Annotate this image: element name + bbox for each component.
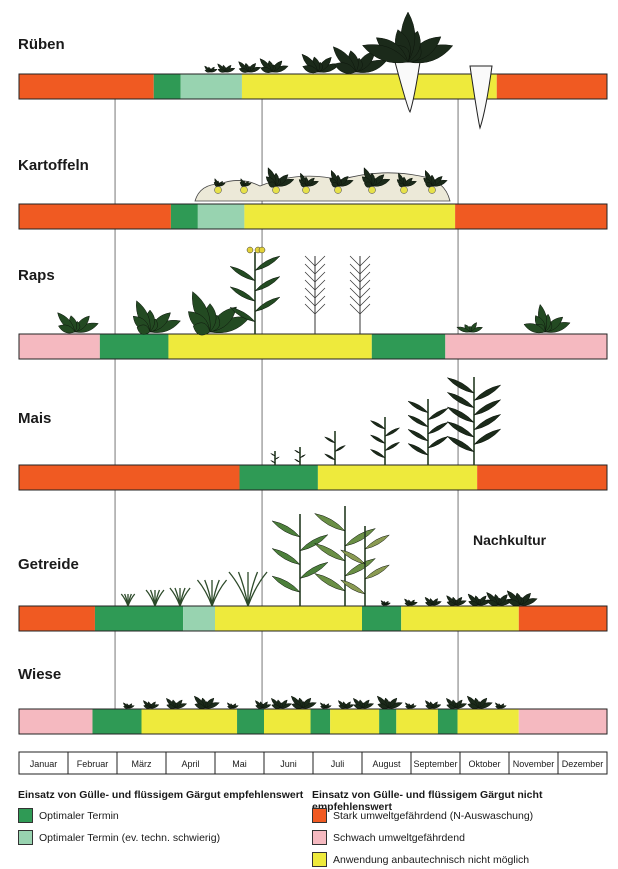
timeline-segment <box>318 465 477 490</box>
legend-label: Schwach umweltgefährdend <box>333 832 465 844</box>
timeline-bar <box>19 709 607 734</box>
month-label: Juni <box>280 759 297 769</box>
kartoffeln-plants-illustration <box>195 168 450 201</box>
timeline-segment <box>458 709 519 734</box>
legend-label: Optimaler Termin <box>39 810 119 822</box>
timeline-segment <box>19 606 95 631</box>
timeline-segment <box>100 334 169 359</box>
legend-item-optimal: Optimaler Termin <box>18 808 119 823</box>
timeline-bar <box>19 606 607 631</box>
timeline-segment <box>19 204 171 229</box>
getreide-plants-illustration <box>121 506 537 606</box>
month-label: November <box>513 759 555 769</box>
legend-swatch-pink <box>312 830 327 845</box>
month-label: Dezember <box>562 759 604 769</box>
month-label: Mai <box>232 759 247 769</box>
timeline-segment <box>438 709 458 734</box>
timeline-segment <box>445 334 607 359</box>
month-label: Februar <box>77 759 109 769</box>
legend-item-optimal-difficult: Optimaler Termin (ev. techn. schwierig) <box>18 830 220 845</box>
crop-title-raps: Raps <box>18 267 55 284</box>
timeline-segment <box>19 334 100 359</box>
timeline-segment <box>519 709 607 734</box>
timeline-bar <box>19 465 607 490</box>
timeline-segment <box>19 709 93 734</box>
nachkultur-label: Nachkultur <box>473 532 546 548</box>
crop-title-mais: Mais <box>18 410 51 427</box>
timeline-segment <box>183 606 215 631</box>
timeline-segment <box>401 606 519 631</box>
timeline-segment <box>181 74 242 99</box>
crop-title-getreide: Getreide <box>18 556 79 573</box>
timeline-segment <box>519 606 607 631</box>
timeline-segment <box>171 204 198 229</box>
timeline-segment <box>19 74 154 99</box>
legend-item-weak-risk: Schwach umweltgefährdend <box>312 830 465 845</box>
month-label: April <box>181 759 199 769</box>
mais-plants-illustration <box>271 377 501 465</box>
timeline-segment <box>242 74 497 99</box>
crop-title-wiese: Wiese <box>18 666 61 683</box>
timeline-bar <box>19 204 607 229</box>
month-label: Oktober <box>468 759 500 769</box>
month-label: September <box>413 759 457 769</box>
wiese-plants-illustration <box>123 696 506 709</box>
timeline-segment <box>240 465 318 490</box>
legend-swatch-red <box>312 808 327 823</box>
legend-swatch-green <box>18 808 33 823</box>
timeline-segment <box>215 606 362 631</box>
timeline-segment <box>198 204 245 229</box>
raps-plants-illustration <box>58 247 570 335</box>
legend-swatch-lightgreen <box>18 830 33 845</box>
month-label: Januar <box>30 759 58 769</box>
crop-title-kartoffeln: Kartoffeln <box>18 157 89 174</box>
timeline-segment <box>142 709 238 734</box>
timeline-segment <box>168 334 371 359</box>
timeline-segment <box>396 709 438 734</box>
month-label: März <box>132 759 152 769</box>
crop-title-rueben: Rüben <box>18 36 65 53</box>
timeline-segment <box>362 606 401 631</box>
timeline-segment <box>19 465 240 490</box>
month-label: Juli <box>331 759 345 769</box>
timeline-segment <box>244 204 455 229</box>
legend-label: Optimaler Termin (ev. techn. schwierig) <box>39 832 220 844</box>
timeline-segment <box>237 709 264 734</box>
legend-item-not-possible: Anwendung anbautechnisch nicht möglich <box>312 852 529 867</box>
timeline-segment <box>154 74 181 99</box>
legend-label: Stark umweltgefährdend (N-Auswaschung) <box>333 810 533 822</box>
legend-item-strong-risk: Stark umweltgefährdend (N-Auswaschung) <box>312 808 533 823</box>
month-label: August <box>372 759 401 769</box>
timeline-segment <box>372 334 446 359</box>
timeline-segment <box>477 465 607 490</box>
timeline-segment <box>264 709 311 734</box>
timeline-segment <box>93 709 142 734</box>
timeline-segment <box>95 606 183 631</box>
timeline-bar <box>19 334 607 359</box>
timeline-segment <box>379 709 396 734</box>
timeline-segment <box>311 709 331 734</box>
legend-swatch-yellow <box>312 852 327 867</box>
rueben-plants-illustration <box>205 12 492 128</box>
timeline-segment <box>330 709 379 734</box>
legend-left-title: Einsatz von Gülle- und flüssigem Gärgut … <box>18 789 303 801</box>
timeline-segment <box>455 204 607 229</box>
timeline-segment <box>497 74 607 99</box>
legend-label: Anwendung anbautechnisch nicht möglich <box>333 854 529 866</box>
timeline-bar <box>19 74 607 99</box>
